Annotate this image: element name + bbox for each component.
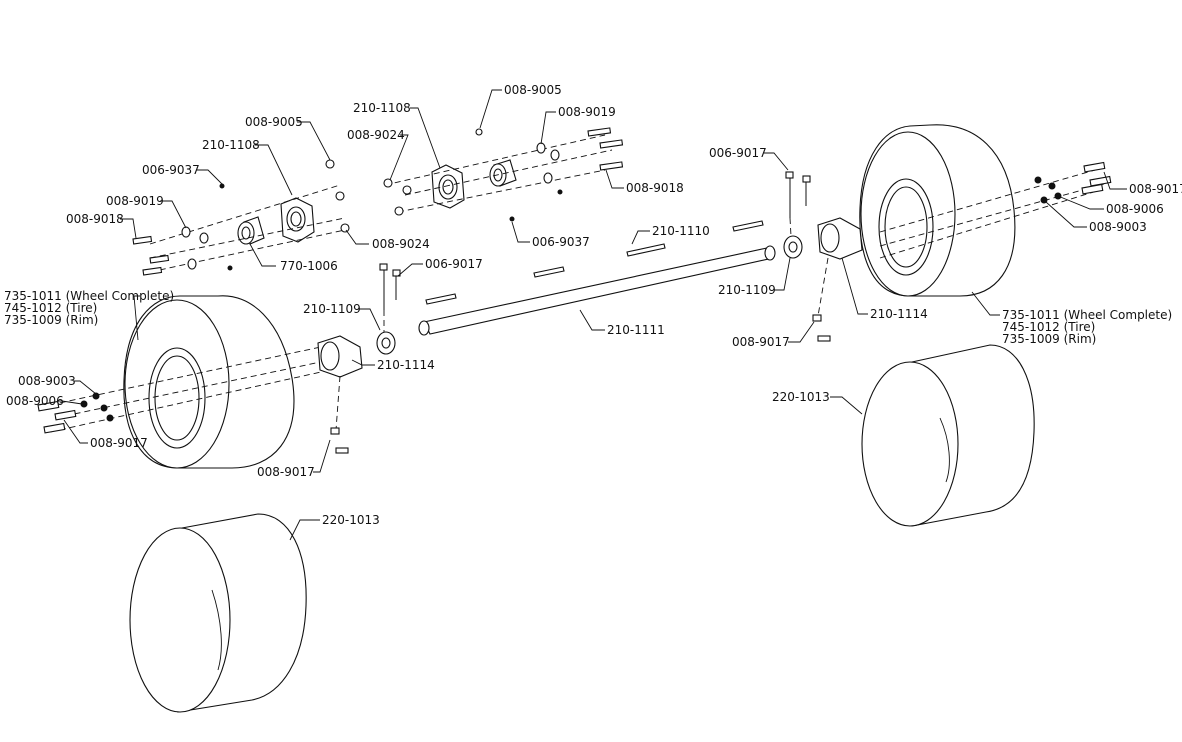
label-left-008-9017-b: 008-9017 xyxy=(257,465,315,479)
label-center-008-9005: 008-9005 xyxy=(504,83,562,97)
label-left-008-9005: 008-9005 xyxy=(245,115,303,129)
right-tire-sleeve xyxy=(861,344,1035,527)
left-hub-bolts xyxy=(330,375,349,454)
label-right-006-9017: 006-9017 xyxy=(709,146,767,160)
right-collar xyxy=(783,171,811,259)
left-hub xyxy=(317,335,363,378)
label-right-210-1114: 210-1114 xyxy=(870,307,928,321)
center-bearing-flange xyxy=(431,164,465,209)
label-center-008-9018: 008-9018 xyxy=(626,181,684,195)
label-left-008-9024: 008-9024 xyxy=(372,237,430,251)
label-left-008-9003: 008-9003 xyxy=(18,374,76,388)
label-left-rim: 735-1009 (Rim) xyxy=(4,313,98,327)
right-hub-bolts xyxy=(812,257,831,342)
label-right-wheel-complete: 735-1011 (Wheel Complete) xyxy=(1002,308,1172,322)
left-bearing-cylinder xyxy=(237,216,265,245)
label-left-008-9006: 008-9006 xyxy=(6,394,64,408)
label-right-tire: 745-1012 (Tire) xyxy=(1002,320,1095,334)
label-center-008-9024: 008-9024 xyxy=(347,128,405,142)
left-bearing-hardware xyxy=(132,159,350,276)
label-right-rim: 735-1009 (Rim) xyxy=(1002,332,1096,346)
label-center-008-9019: 008-9019 xyxy=(558,105,616,119)
label-left-220-1013: 220-1013 xyxy=(322,513,380,527)
label-axle-210-1110: 210-1110 xyxy=(652,224,710,238)
right-hub xyxy=(817,217,863,260)
axle-tube xyxy=(418,245,776,336)
label-center-006-9037: 006-9037 xyxy=(532,235,590,249)
label-right-008-9006: 008-9006 xyxy=(1106,202,1164,216)
label-right-210-1109: 210-1109 xyxy=(718,283,776,297)
label-right-008-9017-b: 008-9017 xyxy=(1129,182,1182,196)
callout-labels: 008-9005 210-1108 006-9037 008-9019 008-… xyxy=(4,83,1182,527)
label-left-210-1114: 210-1114 xyxy=(377,358,435,372)
label-left-wheel-complete: 735-1011 (Wheel Complete) xyxy=(4,289,174,303)
left-bearing-flange xyxy=(280,197,315,243)
label-right-220-1013: 220-1013 xyxy=(772,390,830,404)
label-left-210-1108: 210-1108 xyxy=(202,138,260,152)
left-wheel-hardware xyxy=(37,344,331,434)
axle-keys xyxy=(425,220,764,305)
label-right-008-9003: 008-9003 xyxy=(1089,220,1147,234)
leader-lines xyxy=(58,89,1127,541)
label-axle-210-1111: 210-1111 xyxy=(607,323,665,337)
label-left-006-9017: 006-9017 xyxy=(425,257,483,271)
label-left-tire: 745-1012 (Tire) xyxy=(4,301,97,315)
label-right-008-9017-a: 008-9017 xyxy=(732,335,790,349)
label-left-210-1109: 210-1109 xyxy=(303,302,361,316)
left-collar xyxy=(376,263,401,355)
center-bearing-hardware xyxy=(383,127,624,222)
right-wheel xyxy=(859,124,1016,297)
label-center-210-1108: 210-1108 xyxy=(353,101,411,115)
label-left-008-9017-a: 008-9017 xyxy=(90,436,148,450)
label-left-770-1006: 770-1006 xyxy=(280,259,338,273)
left-wheel xyxy=(123,295,295,469)
label-left-006-9037: 006-9037 xyxy=(142,163,200,177)
left-tire-sleeve xyxy=(129,513,307,713)
label-left-008-9019: 008-9019 xyxy=(106,194,164,208)
center-bearing-cylinder xyxy=(489,159,517,187)
label-left-008-9018: 008-9018 xyxy=(66,212,124,226)
